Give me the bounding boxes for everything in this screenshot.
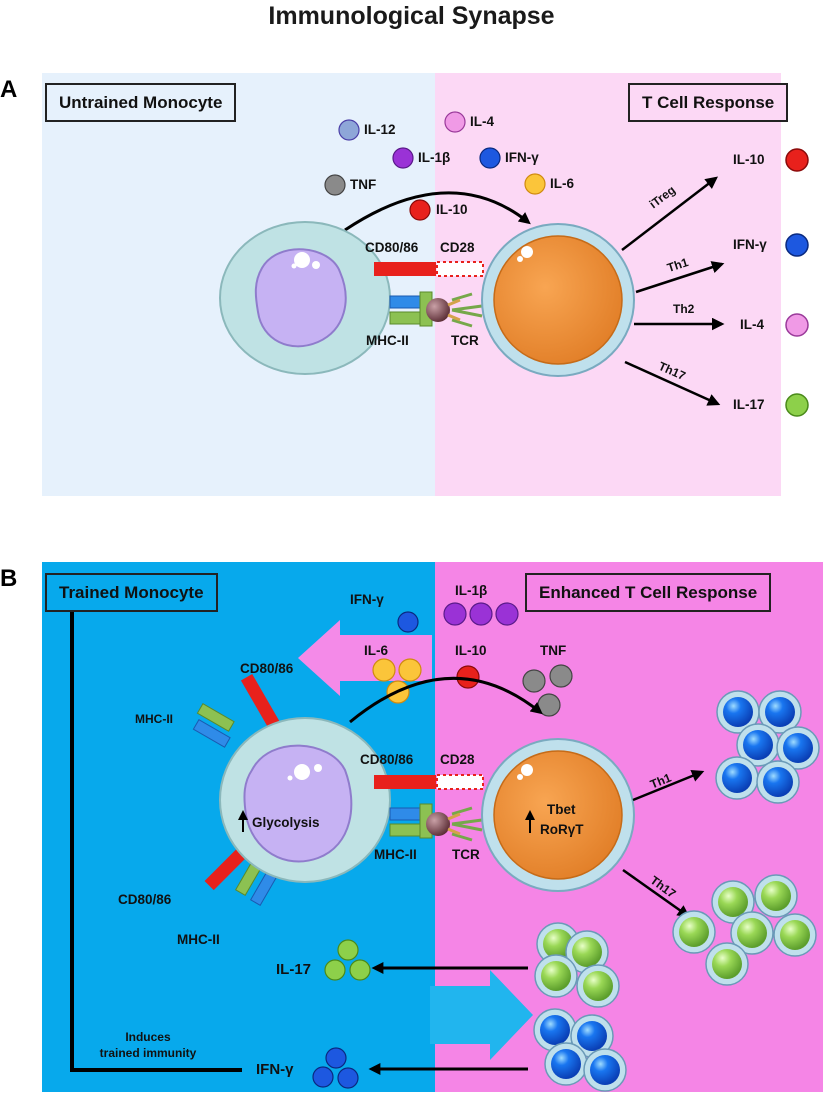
pathway-th2-a: Th2 [673,302,695,316]
cd80-label-b-top: CD80/86 [240,661,294,676]
output-ifng: IFN-γ [733,237,767,252]
il12-dot-a [338,119,360,141]
cd28-label-a: CD28 [440,240,475,255]
output-il17: IL-17 [733,397,765,412]
il4-dot-a [444,111,466,133]
tbet-label: Tbet [547,802,576,817]
tcr-label-a: TCR [451,333,479,348]
ifng-label-a: IFN-γ [505,150,539,165]
arrow-th1-a [635,261,725,294]
rorgt-label: RoRγT [540,822,584,837]
il12-label-a: IL-12 [364,122,396,137]
enhanced-t-cell-response-box: Enhanced T Cell Response [525,573,772,612]
t-cell-response-box: T Cell Response [628,83,789,122]
il6-dot-a [524,173,546,195]
il10-label-b: IL-10 [455,643,487,658]
peptide-knob-b [426,812,450,836]
cd80-label-b: CD80/86 [360,752,414,767]
il10-out-dot [785,148,809,172]
ifng-dot-a [479,147,501,169]
th1-cell-cluster [715,690,820,804]
ifng-label-b: IFN-γ [350,592,384,607]
il17-out-dot [785,393,809,417]
il6-label-b: IL-6 [364,643,389,658]
cd80-bar-b [374,775,436,789]
mhc2-label-b: MHC-II [374,847,417,862]
mhc2-label-a: MHC-II [366,333,409,348]
th17-cell-cluster [672,874,817,986]
monocyte-a [219,221,391,375]
trained-immunity-arrow [64,595,242,1072]
tcr-label-b: TCR [452,847,480,862]
panel-b-letter: B [0,565,18,592]
tcell-b [481,738,635,892]
arrow-th17-a [624,360,721,406]
il10-label-a: IL-10 [436,202,468,217]
ifng-out-dot [785,233,809,257]
il6-label-a: IL-6 [550,176,575,191]
panel-a-letter: A [0,76,18,103]
induces-label: Induces [125,1030,171,1044]
cd80-bar-a [374,262,436,276]
arrow-th1-b [632,769,705,802]
monocyte-b [219,717,391,883]
green-cell-group [534,922,620,1008]
blue-cell-group [533,1008,627,1092]
figure-title: Immunological Synapse [268,2,555,30]
arrow-itreg [621,176,718,251]
peptide-knob-a [426,298,450,322]
il4-label-a: IL-4 [470,114,495,129]
cytokine-release-arrow [298,620,432,696]
tcr-a [451,292,483,328]
cd28-bar-b [436,774,484,790]
signal-right-arrow [430,970,533,1060]
ifng-dot-b [397,611,419,633]
cd28-label-b: CD28 [440,752,475,767]
untrained-monocyte-box: Untrained Monocyte [45,83,237,122]
cd80-label-b-bottom: CD80/86 [118,892,172,907]
cd28-bar-a [436,261,484,277]
output-il10: IL-10 [733,152,765,167]
il1b-dot-a [392,147,414,169]
cd80-label-a: CD80/86 [365,240,419,255]
ifng-out-label-b: IFN-γ [256,1061,294,1078]
tnf-label-a: TNF [350,177,377,192]
il17-label-b: IL-17 [276,961,312,978]
arrow-th17-b [622,868,691,918]
curved-arrow-b [349,676,543,724]
il10-dot-a [409,199,431,221]
trained-immunity-label: trained immunity [99,1046,197,1060]
il1b-label-a: IL-1β [418,150,451,165]
il4-out-dot [785,313,809,337]
mhc2-label-b-top: MHC-II [135,712,173,726]
tnf-dot-a [324,174,346,196]
curved-arrow-a [344,191,531,232]
il1b-label-b: IL-1β [455,583,488,598]
trained-monocyte-box: Trained Monocyte [45,573,218,612]
glycolysis-label: Glycolysis [252,815,320,830]
mhc2-label-b-bottom: MHC-II [177,932,220,947]
output-il4: IL-4 [740,317,765,332]
tnf-label-b: TNF [540,643,567,658]
tcell-a [481,223,635,377]
